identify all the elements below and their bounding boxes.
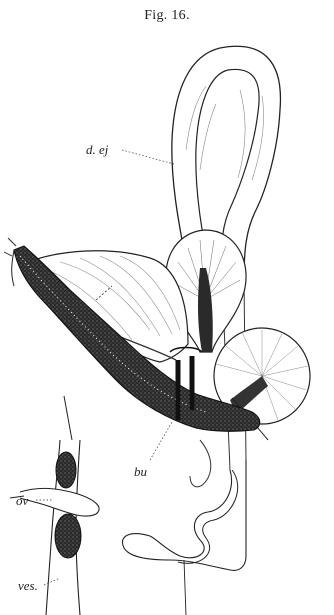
label-ves: ves. [18,578,38,593]
label-ov: ov [16,493,29,508]
label-bu: bu [134,464,148,479]
label-d-ej: d. ej [86,142,109,157]
